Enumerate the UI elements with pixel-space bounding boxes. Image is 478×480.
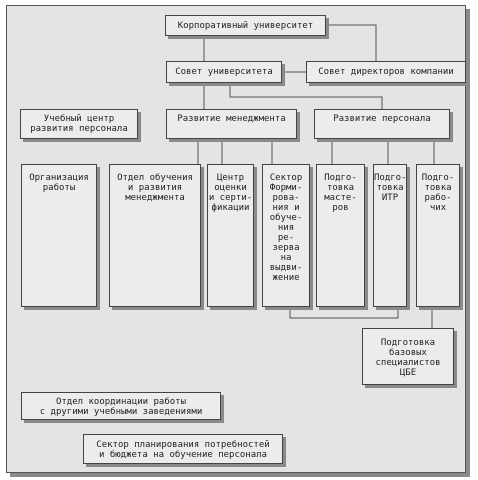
corp-university-box: Корпоративный университет [165,15,326,36]
connector [289,308,399,319]
training-department-box: Отдел обучения и развития менеджмента [109,164,201,307]
board-of-directors-box: Совет директоров компании [306,61,466,83]
cbe-specialists-box: Подготовка базовых специалистов ЦБЕ [362,328,454,385]
training-center-box: Учебный центр развития персонала [20,109,138,139]
reserve-sector-box: Сектор Форми- рова- ния и обуче- ния ре-… [262,164,310,307]
management-development-box: Развитие менеджмента [166,109,297,139]
coordination-department-box: Отдел координации работы с другими учебн… [21,392,221,420]
work-organization-box: Организация работы [21,164,97,307]
certification-center-box: Центр оценки и серти- фикации [207,164,254,307]
itr-training-box: Подго- товка ИТР [373,164,407,307]
foremen-training-box: Подго- товка масте- ров [316,164,365,307]
planning-sector-box: Сектор планирования потребностей и бюдже… [83,434,283,464]
connector [328,24,377,62]
connector [229,84,383,110]
workers-training-box: Подго- товка рабо- чих [416,164,460,307]
university-council-box: Совет университета [166,61,282,83]
personnel-development-box: Развитие персонала [314,109,450,139]
